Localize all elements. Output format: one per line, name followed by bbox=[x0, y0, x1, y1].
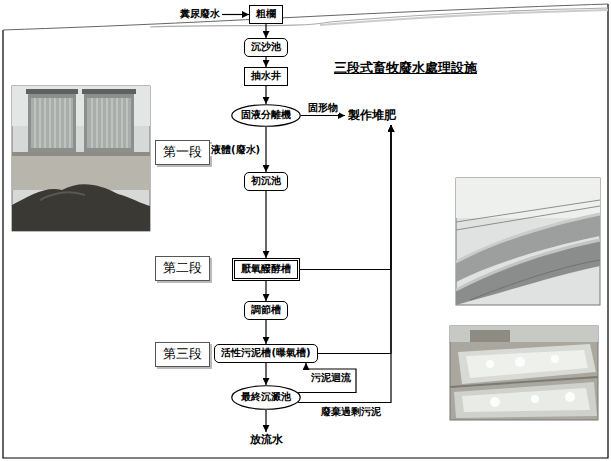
node-text: 最終沉澱池 bbox=[241, 391, 291, 404]
node-text: 抽水井 bbox=[251, 70, 281, 83]
flow-arrow bbox=[298, 363, 356, 393]
process-box: 初沉池 bbox=[244, 172, 288, 191]
process-ellipse: 最終沉澱池 bbox=[231, 385, 301, 410]
process-box: 沉沙池 bbox=[244, 38, 288, 57]
flow-arrow bbox=[265, 57, 266, 67]
source-label: 糞尿廢水 bbox=[178, 7, 222, 22]
process-box: 粗欄 bbox=[249, 5, 283, 24]
output-label: 製作堆肥 bbox=[345, 106, 399, 125]
node-text: 活性污泥槽(曝氣槽) bbox=[221, 347, 310, 360]
flow-arrow bbox=[265, 86, 266, 104]
node-text: 調節槽 bbox=[251, 304, 281, 317]
flow-arrow bbox=[265, 127, 266, 172]
node-text: 第一段 bbox=[163, 144, 202, 160]
diagram-title: 三段式畜牧廢水處理設施 bbox=[334, 59, 477, 77]
header-curve bbox=[150, 8, 608, 27]
flow-arrow bbox=[300, 125, 391, 270]
stage-box: 第三段 bbox=[155, 342, 210, 367]
flow-arrow bbox=[265, 320, 266, 344]
header-curve bbox=[320, 10, 608, 25]
process-ellipse: 固液分離機 bbox=[231, 104, 301, 127]
process-box: 調節槽 bbox=[244, 301, 288, 320]
stage-box: 第一段 bbox=[155, 140, 210, 165]
photo-aeration-tank bbox=[450, 326, 598, 420]
node-text: 初沉池 bbox=[251, 175, 281, 188]
flow-arrow bbox=[265, 191, 266, 258]
header-curve bbox=[3, 4, 608, 30]
node-text: 厭氧醱酵槽 bbox=[241, 263, 291, 276]
flow-arrow bbox=[222, 14, 249, 15]
node-text: 第三段 bbox=[163, 346, 202, 362]
photo-digester bbox=[456, 178, 600, 305]
edge-label: 固形物 bbox=[307, 102, 339, 114]
frame bbox=[3, 4, 608, 458]
flow-arrow bbox=[265, 24, 266, 38]
node-text: 糞尿廢水 bbox=[180, 8, 220, 21]
edge-label: 污泥迴流 bbox=[310, 372, 352, 384]
process-box: 活性污泥槽(曝氣槽) bbox=[214, 344, 318, 363]
flow-arrow bbox=[301, 115, 345, 116]
process-box: 抽水井 bbox=[244, 67, 288, 86]
node-text: 第二段 bbox=[163, 260, 202, 276]
flow-arrow bbox=[265, 410, 266, 432]
node-text: 製作堆肥 bbox=[348, 108, 396, 123]
flow-arrow bbox=[318, 125, 391, 354]
flow-arrow bbox=[265, 281, 266, 301]
node-text: 沉沙池 bbox=[251, 41, 281, 54]
process-box: 厭氧醱酵槽 bbox=[232, 258, 300, 281]
flow-arrow bbox=[265, 363, 266, 385]
node-text: 固液分離機 bbox=[241, 109, 291, 122]
edge-label: 液體(廢水) bbox=[210, 144, 261, 156]
node-text: 放流水 bbox=[250, 433, 283, 447]
photo-separator bbox=[12, 86, 150, 231]
edge-label: 廢棄過剩污泥 bbox=[320, 406, 382, 418]
stage-box: 第二段 bbox=[155, 256, 210, 281]
outlet-label: 放流水 bbox=[248, 432, 285, 448]
node-text: 粗欄 bbox=[256, 8, 276, 21]
